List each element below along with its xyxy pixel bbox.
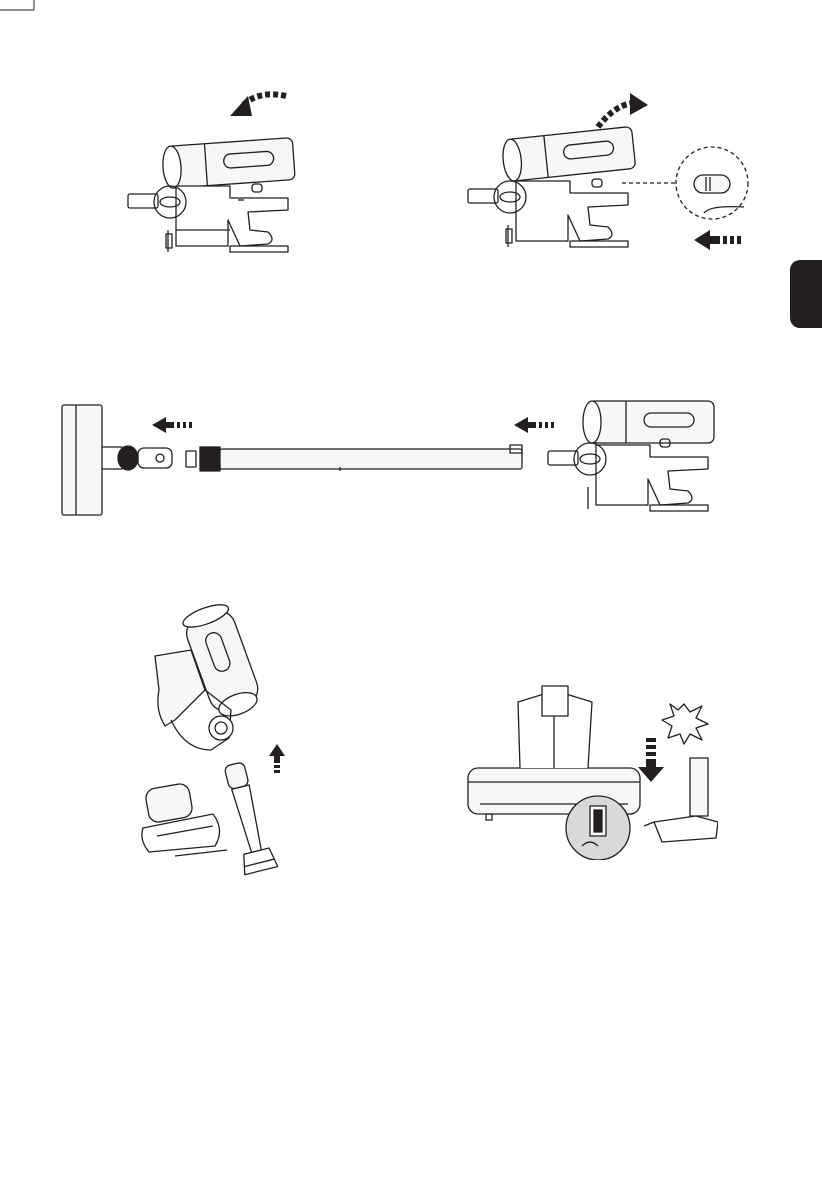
push-arrow-down-icon <box>638 738 664 782</box>
section-tab <box>790 260 822 328</box>
power-switch-detail <box>676 147 748 219</box>
fig-attach-dust-cup <box>458 85 758 270</box>
fig-attach-accessory <box>135 600 310 880</box>
push-arrow-left-icon <box>694 230 741 250</box>
curved-arrow-right-icon <box>598 93 648 127</box>
push-arrow-left-icon <box>152 417 192 433</box>
fig-assemble-tube-brush <box>40 395 730 525</box>
crop-mark <box>0 0 36 60</box>
fig-wall-mount-dock <box>458 682 718 860</box>
curved-arrow-left-icon <box>230 94 286 116</box>
click-burst-icon <box>662 704 708 744</box>
fig-remove-dust-cup <box>118 80 308 265</box>
push-arrow-left-icon <box>514 417 554 433</box>
push-arrow-up-icon <box>269 744 285 773</box>
